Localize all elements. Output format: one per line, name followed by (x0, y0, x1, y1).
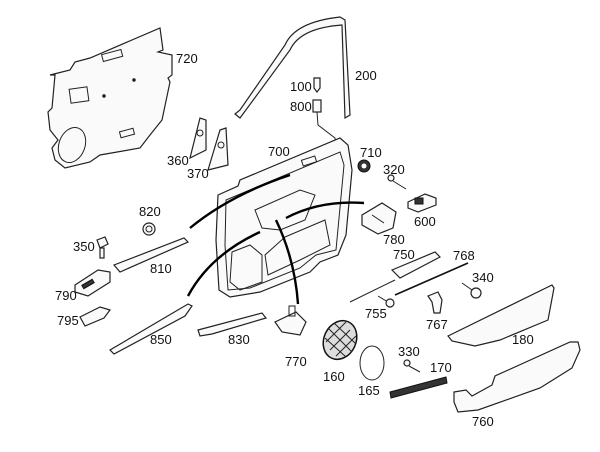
part-340-bolt[interactable] (461, 282, 482, 299)
label-700: 700 (268, 144, 290, 159)
part-755-screw[interactable] (377, 295, 395, 308)
part-750-armrest-grip[interactable] (349, 251, 442, 303)
part-160-speaker-grille[interactable] (317, 315, 363, 365)
part-360-mirror-cover[interactable] (189, 117, 207, 160)
arrow-810-to-panel (189, 173, 291, 229)
label-770: 770 (285, 354, 307, 369)
label-810: 810 (150, 261, 172, 276)
part-790-door-handle[interactable] (74, 269, 111, 297)
arrow-850-to-panel (186, 230, 261, 297)
part-830-trim-strip[interactable] (197, 312, 268, 337)
label-760: 760 (472, 414, 494, 429)
part-200-window-seal[interactable] (234, 16, 351, 120)
label-170: 170 (430, 360, 452, 375)
part-800-cap[interactable] (312, 99, 322, 113)
label-795: 795 (57, 313, 79, 328)
label-720: 720 (176, 51, 198, 66)
leader-line-800 (316, 111, 337, 146)
part-170-light-strip[interactable] (389, 376, 448, 399)
label-768: 768 (453, 248, 475, 263)
part-180-armrest-cover[interactable] (447, 284, 555, 347)
part-820-grommet[interactable] (142, 222, 156, 236)
part-100-clip[interactable] (313, 77, 321, 93)
label-370: 370 (187, 166, 209, 181)
label-160: 160 (323, 369, 345, 384)
part-320-clip[interactable] (387, 174, 407, 190)
label-750: 750 (393, 247, 415, 262)
label-830: 830 (228, 332, 250, 347)
part-780-bracket[interactable] (361, 202, 397, 235)
label-350: 350 (73, 239, 95, 254)
label-165: 165 (358, 383, 380, 398)
part-600-switch[interactable] (407, 193, 437, 213)
label-360: 360 (167, 153, 189, 168)
part-850-trim-strip[interactable] (109, 303, 193, 355)
part-768-rod[interactable] (394, 262, 469, 296)
part-700-door-panel[interactable] (215, 137, 353, 298)
arrow-770-to-panel (274, 219, 300, 305)
part-710-grommet[interactable] (357, 159, 371, 173)
assembly-arrows (186, 173, 365, 305)
arrow-780-to-panel (285, 201, 365, 220)
part-165-speaker-ring[interactable] (359, 345, 385, 381)
part-370-tweeter-cover[interactable] (207, 127, 229, 171)
label-200: 200 (355, 68, 377, 83)
label-320: 320 (383, 162, 405, 177)
label-767: 767 (426, 317, 448, 332)
part-760-lower-trim[interactable] (453, 341, 581, 413)
part-350-bolt[interactable] (96, 236, 109, 259)
label-710: 710 (360, 145, 382, 160)
label-600: 600 (414, 214, 436, 229)
part-720-insulation-sheet[interactable] (47, 27, 173, 169)
label-850: 850 (150, 332, 172, 347)
part-770-mechanism[interactable] (274, 305, 307, 336)
label-180: 180 (512, 332, 534, 347)
label-755: 755 (365, 306, 387, 321)
part-330-clip[interactable] (403, 359, 421, 373)
label-800: 800 (290, 99, 312, 114)
label-790: 790 (55, 288, 77, 303)
part-810-trim-strip[interactable] (112, 237, 190, 273)
label-330: 330 (398, 344, 420, 359)
part-767-clip[interactable] (427, 291, 443, 314)
label-780: 780 (383, 232, 405, 247)
part-795-handle-cover[interactable] (79, 306, 111, 327)
label-340: 340 (472, 270, 494, 285)
label-820: 820 (139, 204, 161, 219)
label-100: 100 (290, 79, 312, 94)
